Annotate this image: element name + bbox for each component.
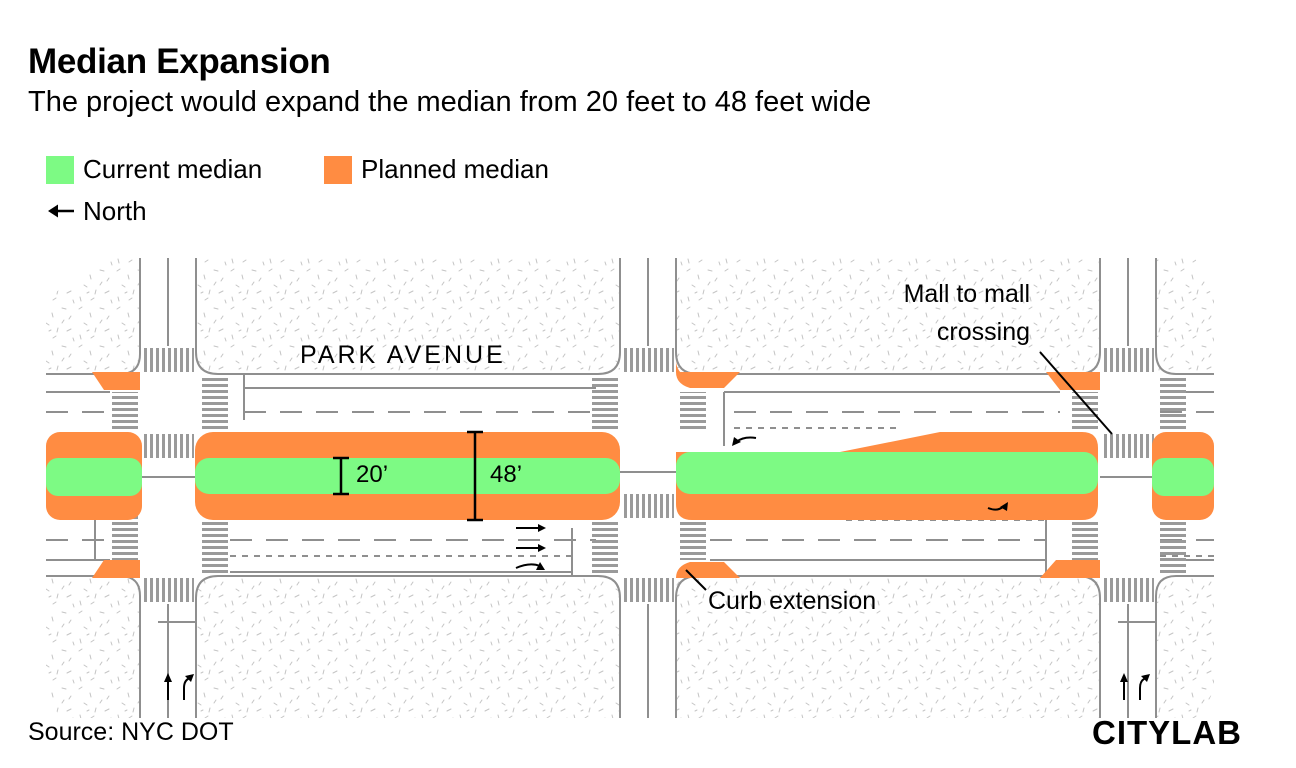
arrow-north-2 [1120,673,1128,700]
dimension-label-planned: 48’ [490,461,522,488]
legend-label-planned: Planned median [361,154,549,184]
legend-label-current: Current median [83,154,263,184]
legend-swatch-current [46,156,74,184]
arrow-north-1 [164,673,172,700]
annotation-leaders [685,351,1113,591]
arrow-west-turn [732,436,757,446]
arrow-east-1 [516,524,546,532]
arrow-north-turn-1 [183,674,194,700]
legend-swatch-planned [324,156,352,184]
arrow-north-turn-2 [1139,674,1150,700]
chart-subtitle: The project would expand the median from… [28,86,872,118]
dimension-markers [333,430,483,522]
annotation-curb-extension: Curb extension [708,587,876,615]
north-arrow-icon [48,204,74,218]
street-name-label: PARK AVENUE [300,341,506,369]
chart-title: Median Expansion [28,42,331,81]
arrow-east-turn-2 [987,502,1008,511]
curb-extensions [92,360,1100,578]
dimension-label-current: 20’ [356,461,388,488]
source-note: Source: NYC DOT [28,718,234,746]
arrow-east-2 [516,544,546,552]
arrow-east-turn [515,562,545,570]
sidewalk-areas [46,258,1214,718]
current-medians [46,452,1214,496]
citylab-logo: CITYLAB [1092,714,1242,751]
crosswalks [112,348,1186,602]
north-label: North [83,196,147,226]
annotation-mall-crossing-line1: Mall to mall [904,280,1030,308]
traffic-arrows [164,436,1150,700]
annotation-mall-crossing-line2: crossing [937,318,1030,346]
